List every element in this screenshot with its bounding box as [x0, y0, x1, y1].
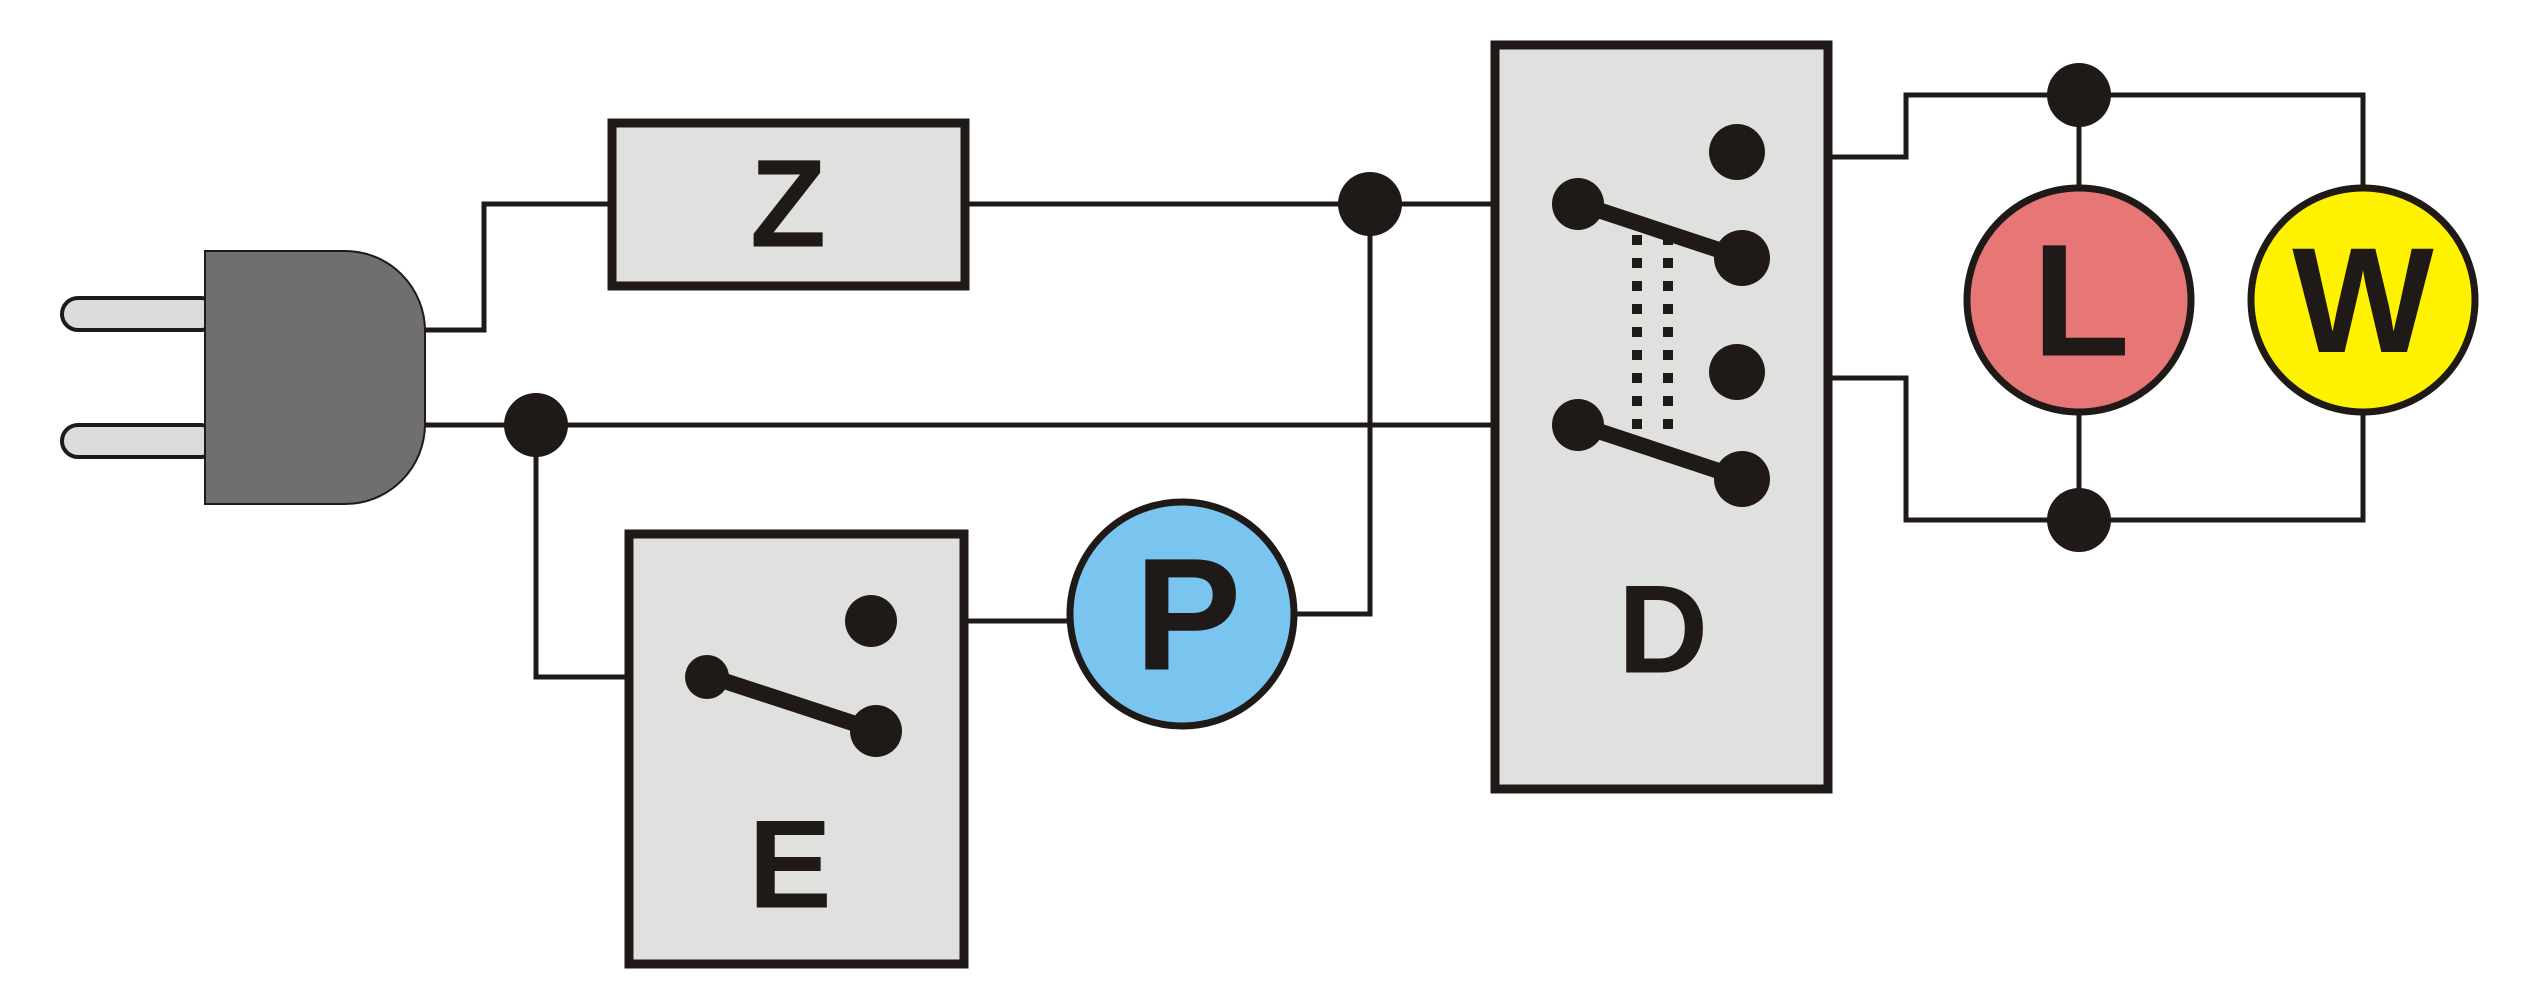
plug [60, 250, 426, 505]
z-label: Z [750, 135, 826, 274]
e-box [624, 529, 969, 969]
p-label: P [1135, 525, 1242, 704]
plug-pin-bottom [60, 423, 219, 459]
e-switch-lever [709, 669, 874, 737]
d-upper-rest [1714, 230, 1770, 286]
junction-top-rail [2047, 63, 2111, 127]
d-lower-contact [1709, 344, 1765, 400]
component-e: E [624, 529, 969, 969]
d-lower-rest [1714, 451, 1770, 507]
wire-node-to-p [1295, 204, 1373, 617]
plug-body [204, 250, 426, 505]
d-label: D [1618, 561, 1708, 700]
d-upper-pivot [1552, 178, 1604, 230]
plug-pin-top [60, 296, 219, 332]
component-z: Z [607, 118, 970, 291]
l-label: L [2032, 211, 2130, 390]
e-terminal-rest [850, 705, 902, 757]
component-l: L [1963, 184, 2195, 416]
d-lower-pivot [1552, 399, 1604, 451]
junction-bottom-rail [2047, 488, 2111, 552]
component-w: W [2247, 184, 2479, 416]
w-label: W [2292, 216, 2434, 384]
w-circle [2247, 184, 2479, 416]
wire-d-to-bottom-rail [1737, 375, 2366, 523]
e-label: E [748, 796, 831, 935]
junction-neutral [504, 393, 568, 457]
component-d: D [1490, 40, 1833, 794]
l-circle [1963, 184, 2195, 416]
d-box [1490, 40, 1833, 794]
z-box [607, 118, 970, 291]
component-p: P [1066, 498, 1298, 730]
e-terminal-contact [845, 595, 897, 647]
d-upper-lever [1577, 196, 1740, 264]
d-upper-contact [1709, 124, 1765, 180]
junction-phase [1338, 172, 1402, 236]
e-terminal-pivot [685, 655, 729, 699]
d-lower-lever [1577, 417, 1740, 485]
p-circle [1066, 498, 1298, 730]
wire-d-to-top-rail [1737, 92, 2366, 190]
junctions [504, 63, 2111, 552]
wire-plug-to-z [425, 201, 612, 333]
